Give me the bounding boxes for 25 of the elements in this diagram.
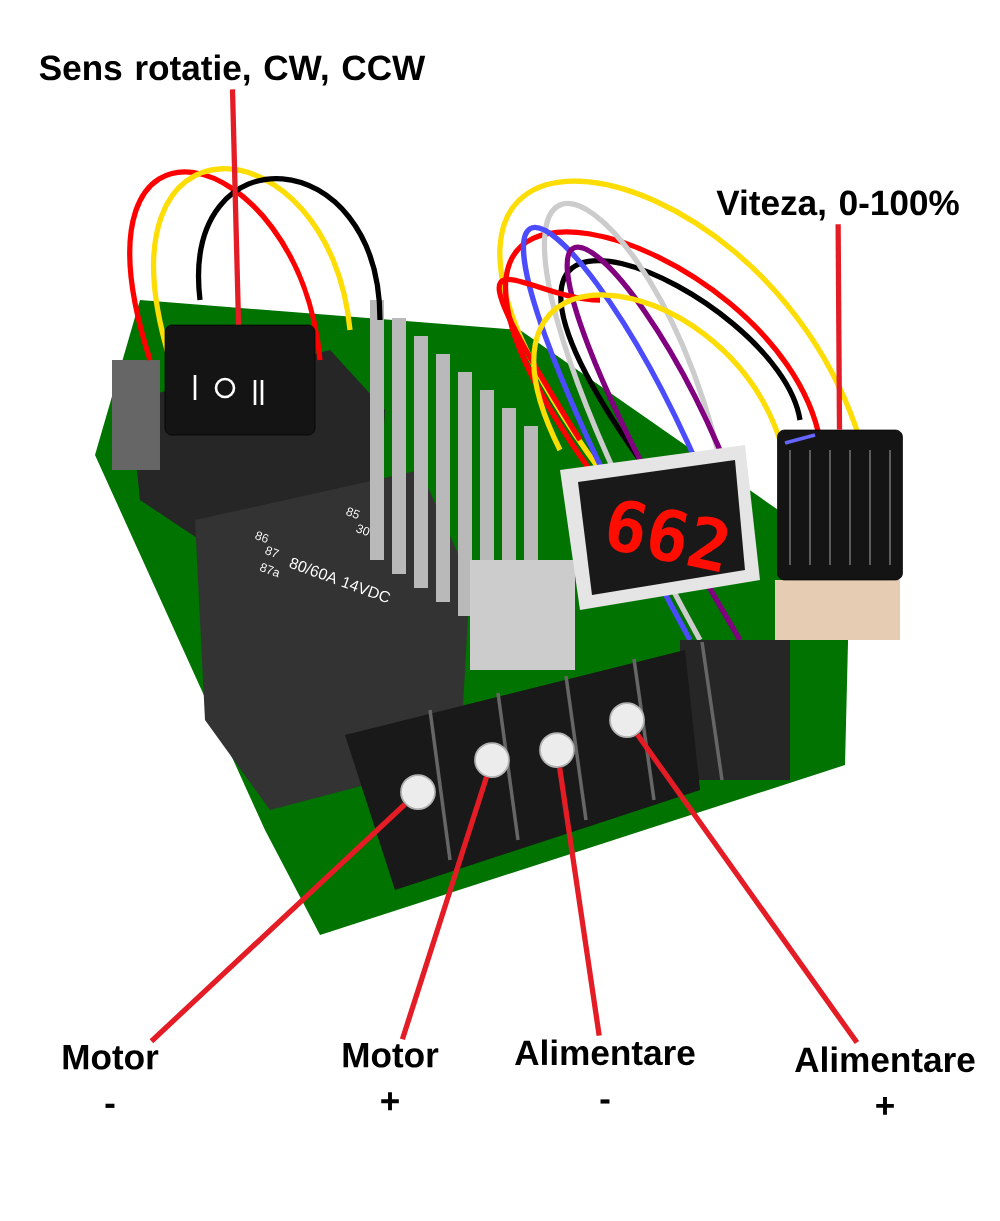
rocker-switch xyxy=(164,324,316,436)
terminal-screw xyxy=(609,702,645,738)
leader-line xyxy=(399,776,490,1040)
callout-label: Viteza, 0-100% xyxy=(716,189,959,221)
leader-line xyxy=(557,767,602,1036)
terminal-screw xyxy=(539,732,575,768)
knob xyxy=(777,429,903,581)
relay-marking: 87 xyxy=(265,546,280,558)
callout-label: Alimentare - xyxy=(515,1039,695,1104)
callout-label: Alimentare + xyxy=(795,1046,975,1115)
relay-marking: 86 xyxy=(255,531,269,543)
relay-marking: 80/60A 14VDC xyxy=(289,557,391,603)
terminal-screw xyxy=(400,774,436,810)
terminal-screw xyxy=(474,742,510,778)
leader-line xyxy=(635,733,860,1045)
callout-label: Motor + xyxy=(343,1043,439,1111)
relay-marking: 30 xyxy=(356,524,370,536)
callout-label: Sens rotatie, CW, CCW xyxy=(39,54,426,86)
callout-label: Motor - xyxy=(63,1045,159,1108)
seven-segment-display: 662 xyxy=(560,445,760,610)
leader-line xyxy=(229,89,242,325)
relay-marking: 87a xyxy=(260,563,279,578)
relay-marking: 85 xyxy=(346,507,360,519)
leader-line xyxy=(149,802,407,1044)
leader-line xyxy=(835,224,843,430)
